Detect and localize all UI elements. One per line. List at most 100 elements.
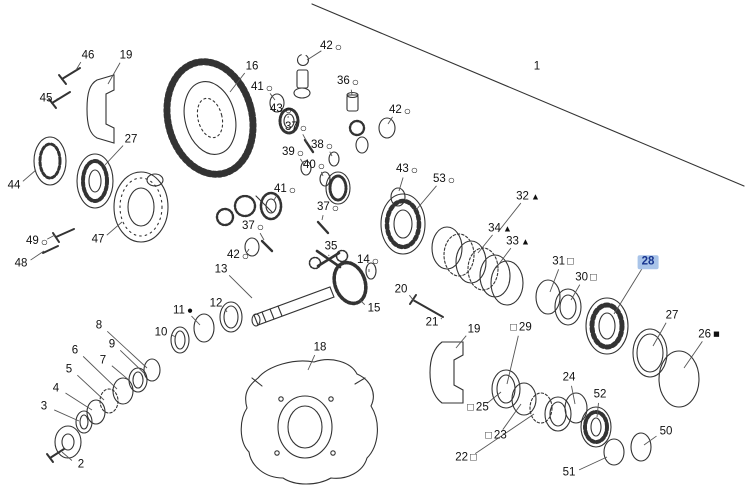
leader-line-39 [300, 158, 305, 166]
part-number: 41 [273, 183, 287, 196]
part-label-33[interactable]: 33▲ [506, 236, 530, 248]
part-label-18[interactable]: 18 [314, 342, 327, 354]
part-label-10[interactable]: 10 [155, 327, 168, 339]
leader-line-10 [171, 334, 177, 338]
leader-line-38 [329, 151, 333, 157]
leader-line-24 [571, 385, 576, 405]
part-label-15[interactable]: 15 [368, 303, 381, 315]
part-label-2[interactable]: 2 [78, 459, 84, 471]
part-label-34[interactable]: 34▲ [488, 223, 512, 235]
part-label-32[interactable]: 32▲ [516, 191, 540, 203]
part-label-46[interactable]: 46 [82, 50, 95, 62]
part-label-42[interactable]: 42○ [320, 41, 342, 53]
part-label-4[interactable]: 4 [53, 383, 59, 395]
ring-stack-drawing-lower-right [491, 369, 588, 432]
part-label-16[interactable]: 16 [246, 61, 259, 73]
part-label-49[interactable]: 49○ [26, 236, 48, 248]
bearing-drawing-52 [580, 406, 612, 448]
part-label-3[interactable]: 3 [41, 401, 47, 413]
leader-line-49 [47, 234, 56, 240]
part-label-42[interactable]: 42○ [227, 250, 249, 262]
part-label-12[interactable]: 12 [210, 298, 223, 310]
part-label-9[interactable]: 9 [109, 339, 115, 351]
part-number: 20 [394, 283, 408, 296]
part-number: 50 [659, 425, 673, 438]
part-label-7[interactable]: 7 [100, 355, 106, 367]
part-label-22[interactable]: 22□ [455, 452, 476, 464]
part-label-30[interactable]: 30□ [575, 272, 596, 284]
part-label-40[interactable]: 40○ [303, 160, 325, 172]
leader-line-4 [65, 392, 93, 411]
gear-cluster-drawing-36 [346, 91, 369, 154]
part-label-19[interactable]: 19 [120, 50, 133, 62]
pin-drawing-a [303, 138, 315, 154]
part-number: 43 [395, 163, 409, 176]
part-number: 33 [506, 235, 519, 248]
leader-line-25 [486, 391, 502, 404]
leader-line-19 [107, 62, 121, 85]
part-label-37[interactable]: 37○ [242, 221, 264, 233]
circle-marker-icon: ○ [447, 173, 456, 187]
part-label-6[interactable]: 6 [72, 345, 78, 357]
part-label-26[interactable]: 26■ [698, 329, 719, 341]
leader-line-42 [246, 248, 250, 252]
part-label-42[interactable]: 42○ [389, 105, 411, 117]
part-label-11[interactable]: 11● [173, 305, 193, 317]
leader-line-40 [320, 171, 324, 177]
part-label-27[interactable]: 27 [666, 310, 679, 322]
part-label-5[interactable]: 5 [66, 364, 72, 376]
part-label-27[interactable]: 27 [125, 134, 138, 146]
part-number: 8 [95, 319, 103, 332]
part-label-24[interactable]: 24 [563, 372, 576, 384]
part-label-28-selected[interactable]: 28 [637, 255, 659, 269]
part-label-29[interactable]: □29 [510, 322, 531, 334]
part-label-47[interactable]: 47 [92, 234, 105, 246]
part-label-8[interactable]: 8 [96, 320, 102, 332]
part-number: 47 [91, 233, 105, 246]
part-label-14[interactable]: 14○ [357, 255, 379, 267]
part-label-37[interactable]: 37○ [317, 202, 339, 214]
part-label-37[interactable]: 37○ [285, 122, 307, 134]
part-label-35[interactable]: 35 [325, 241, 338, 253]
spider-gears-drawing [215, 194, 273, 227]
part-number: 1 [533, 60, 541, 73]
bolt-49-drawing [52, 228, 75, 243]
leader-line-19 [455, 335, 467, 349]
part-number: 32 [516, 190, 529, 203]
part-label-23[interactable]: □23 [485, 430, 506, 442]
part-label-43[interactable]: 43○ [270, 104, 292, 116]
part-label-39[interactable]: 39○ [282, 147, 304, 159]
part-number: 28 [641, 255, 655, 268]
part-label-50[interactable]: 50 [660, 426, 673, 438]
part-label-51[interactable]: 51 [563, 467, 576, 479]
bolt-45-drawing [48, 91, 71, 109]
part-label-43[interactable]: 43○ [396, 164, 418, 176]
part-number: 19 [119, 49, 133, 62]
square-marker-icon: □ [467, 401, 474, 414]
part-label-13[interactable]: 13 [215, 264, 228, 276]
part-number: 40 [302, 159, 316, 172]
circle-marker-icon: ○ [325, 139, 334, 153]
leader-line-32 [497, 202, 522, 233]
part-label-52[interactable]: 52 [594, 389, 607, 401]
part-label-41[interactable]: 41○ [274, 184, 296, 196]
leader-line-48 [30, 250, 45, 261]
part-label-20[interactable]: 20 [395, 284, 408, 296]
part-label-19[interactable]: 19 [468, 324, 481, 336]
leader-line-52 [596, 402, 599, 418]
part-label-44[interactable]: 44 [8, 180, 21, 192]
circle-marker-icon: ○ [334, 40, 343, 54]
diff-case-drawing [113, 171, 169, 243]
part-label-38[interactable]: 38○ [311, 140, 333, 152]
part-label-21[interactable]: 21 [426, 317, 439, 329]
part-label-41[interactable]: 41○ [251, 82, 273, 94]
part-label-31[interactable]: 31□ [552, 256, 573, 268]
circle-marker-icon: ○ [403, 104, 412, 118]
part-label-53[interactable]: 53○ [433, 174, 455, 186]
part-label-1[interactable]: 1 [534, 61, 540, 73]
part-label-36[interactable]: 36○ [337, 76, 359, 88]
part-number: 42 [319, 40, 333, 53]
part-label-45[interactable]: 45 [40, 93, 53, 105]
part-label-25[interactable]: □25 [467, 402, 488, 414]
part-label-48[interactable]: 48 [15, 258, 28, 270]
